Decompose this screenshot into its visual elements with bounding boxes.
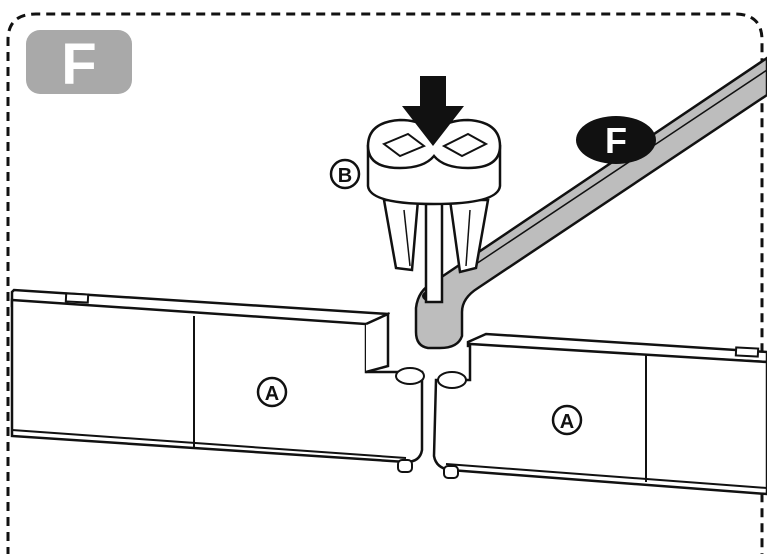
arrow-down-icon (402, 76, 464, 146)
panel-a-left (10, 288, 425, 473)
callout-part-a-right-label: A (560, 411, 574, 433)
step-badge: F (26, 30, 132, 97)
callout-part-a-left-label: A (265, 383, 279, 405)
callout-part-f-label: F (605, 120, 627, 161)
callout-part-a-right: A (551, 404, 583, 436)
panel-a-right (432, 332, 767, 496)
step-badge-label: F (61, 32, 96, 97)
callout-part-a-left: A (256, 376, 288, 408)
callout-part-b: B (329, 158, 361, 190)
callout-part-f: F (576, 116, 656, 164)
step-frame-dashed-border (6, 12, 764, 554)
callout-part-b-label: B (338, 165, 352, 187)
